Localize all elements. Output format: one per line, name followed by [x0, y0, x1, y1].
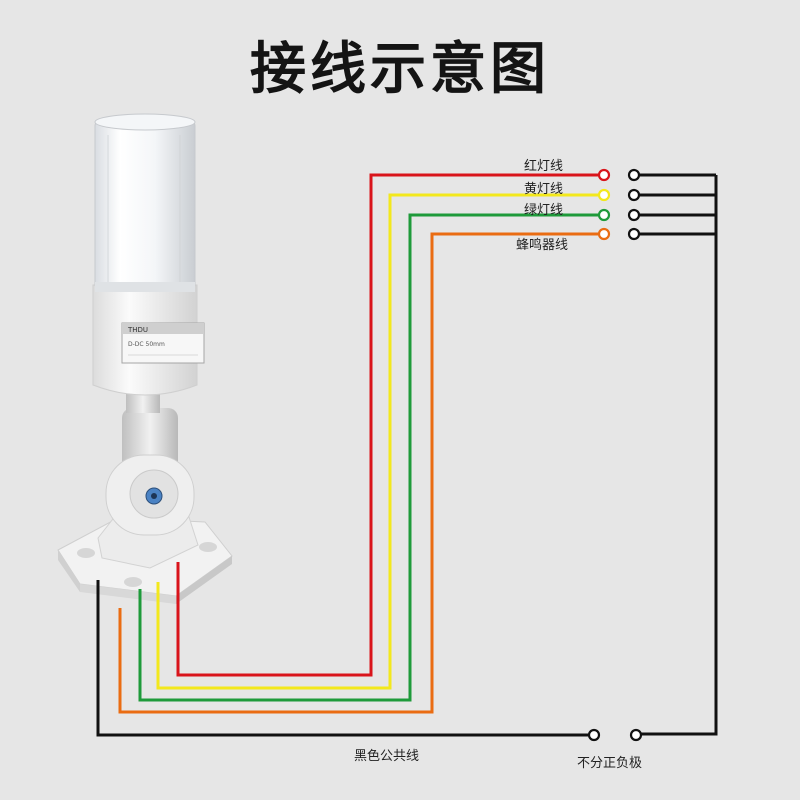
mount-pole [126, 393, 160, 413]
terminal-common-right [629, 728, 643, 742]
yellow-wire [156, 193, 604, 690]
label-line: D-DC 50mm [128, 341, 165, 348]
black-common-wire [96, 580, 594, 737]
page-title: 接线示意图 [250, 37, 550, 102]
green-wire [138, 213, 604, 702]
yellow-wire-label: 黄灯线 [524, 182, 564, 197]
orange-wire [118, 232, 604, 714]
polarity-note: 不分正负极 [577, 756, 643, 771]
terminal-right-2 [627, 188, 641, 202]
green-wire-label: 绿灯线 [524, 203, 564, 218]
terminal-yellow [597, 188, 611, 202]
tower-body: THDU D-DC 50mm [92, 284, 205, 396]
common-wire-label: 黑色公共线 [354, 749, 420, 764]
terminal-green [597, 208, 611, 222]
terminal-right-3 [627, 208, 641, 222]
buzzer-wire-label: 蜂鸣器线 [516, 238, 569, 253]
terminal-right-4 [627, 227, 641, 241]
red-wire-label: 红灯线 [524, 159, 564, 174]
signal-tower: THDU D-DC 50mm [57, 113, 233, 604]
terminal-common-left [587, 728, 601, 742]
lens-cover [94, 113, 196, 292]
terminal-orange [597, 227, 611, 241]
terminal-right-1 [627, 168, 641, 182]
swivel-joint [105, 408, 195, 536]
right-bus-wire [636, 175, 718, 736]
label-header: THDU [127, 326, 148, 334]
terminal-red [597, 168, 611, 182]
mounting-base [57, 509, 233, 604]
red-wire [176, 173, 604, 677]
